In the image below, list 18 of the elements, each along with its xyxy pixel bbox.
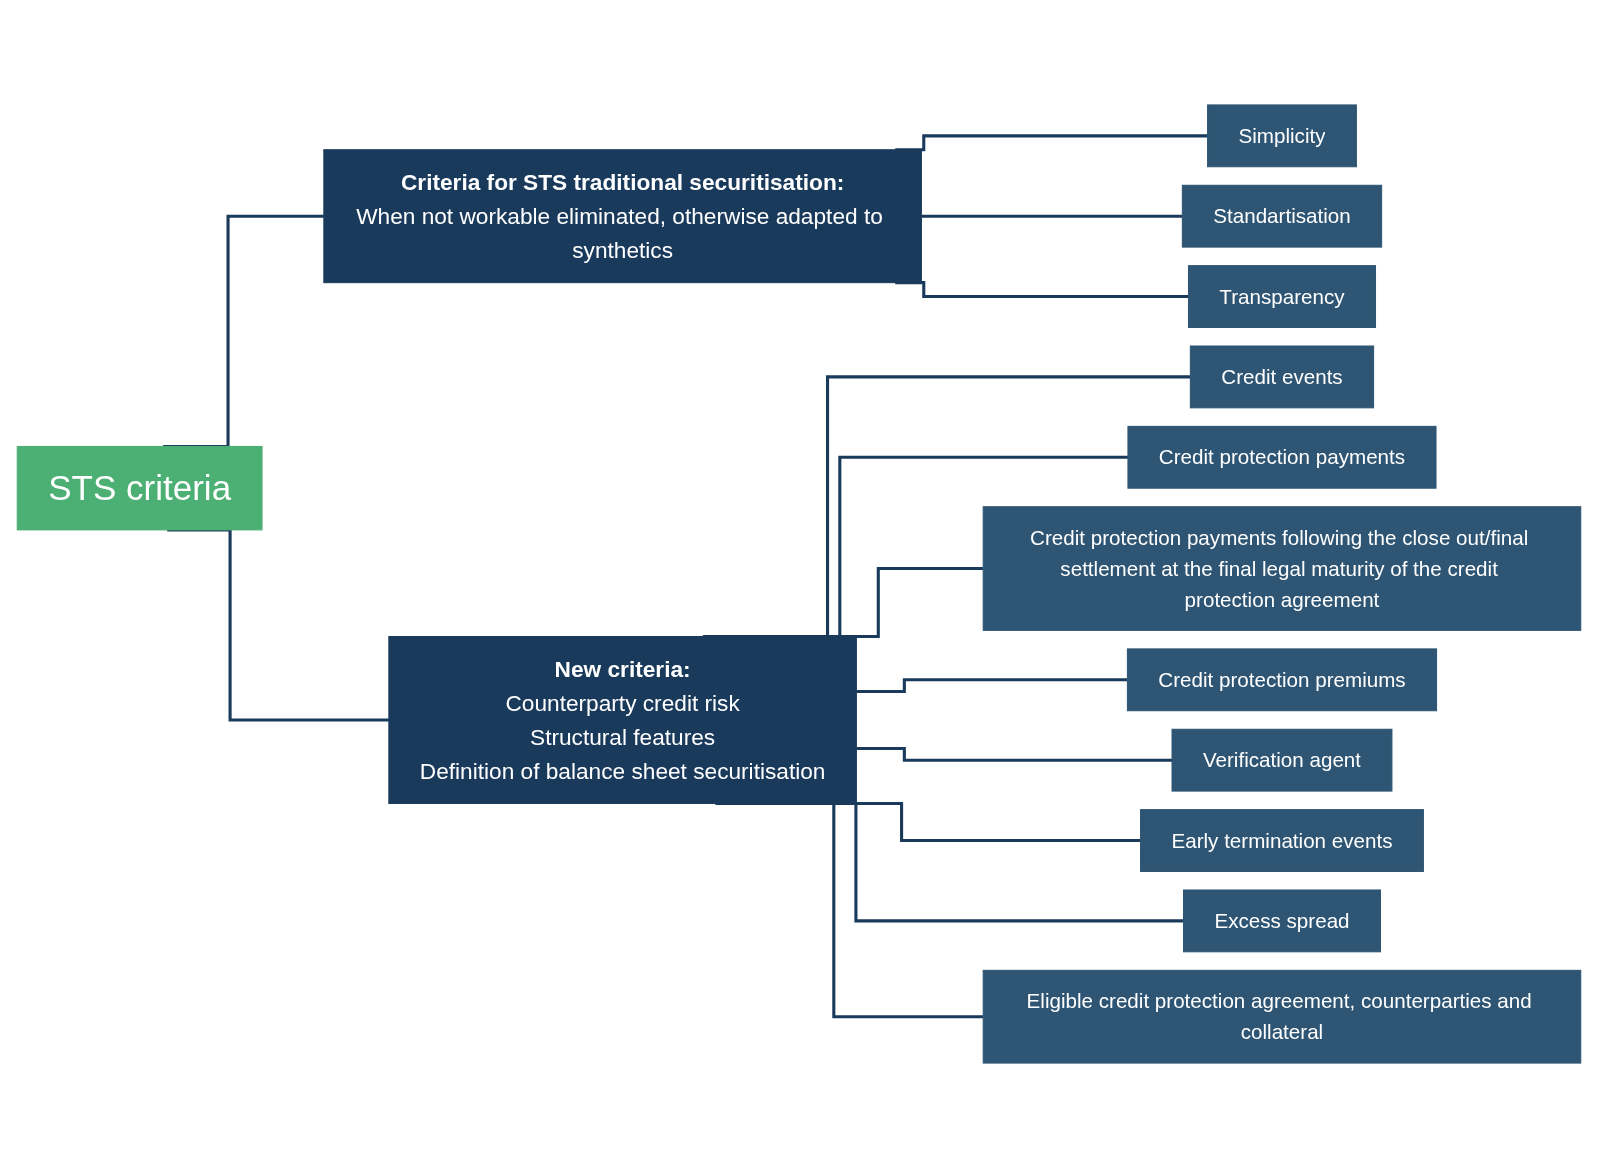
- connector: [855, 678, 1127, 694]
- node-box: Credit events: [1189, 345, 1374, 409]
- connector: [855, 746, 1172, 762]
- connector: [920, 214, 1182, 218]
- node-box: Verification agent: [1171, 728, 1392, 792]
- node-box: STS criteria: [16, 445, 263, 531]
- node-box: Credit protection payments: [1126, 425, 1437, 489]
- connector: [894, 281, 1188, 299]
- node-box: Standartisation: [1181, 184, 1382, 248]
- node-box: Criteria for STS traditional securitisation: When not workable eliminated, otherwise adapted to synthetics: [322, 149, 922, 284]
- node-box: Credit protection premiums: [1126, 648, 1437, 712]
- node-box: Early termination events: [1139, 809, 1424, 872]
- node-box: Transparency: [1187, 265, 1376, 328]
- node-box: Credit protection payments following the close out/final settlement at the final legal maturity of the credit protection agreement: [982, 506, 1581, 631]
- node-box: New criteria: Counterparty credit risk Structural features Definition of balance sheet securitisation: [387, 636, 857, 804]
- node-box: Excess spread: [1182, 889, 1381, 953]
- node-box: Eligible credit protection agreement, counterparties and collateral: [982, 969, 1581, 1064]
- node-box: Simplicity: [1206, 104, 1357, 168]
